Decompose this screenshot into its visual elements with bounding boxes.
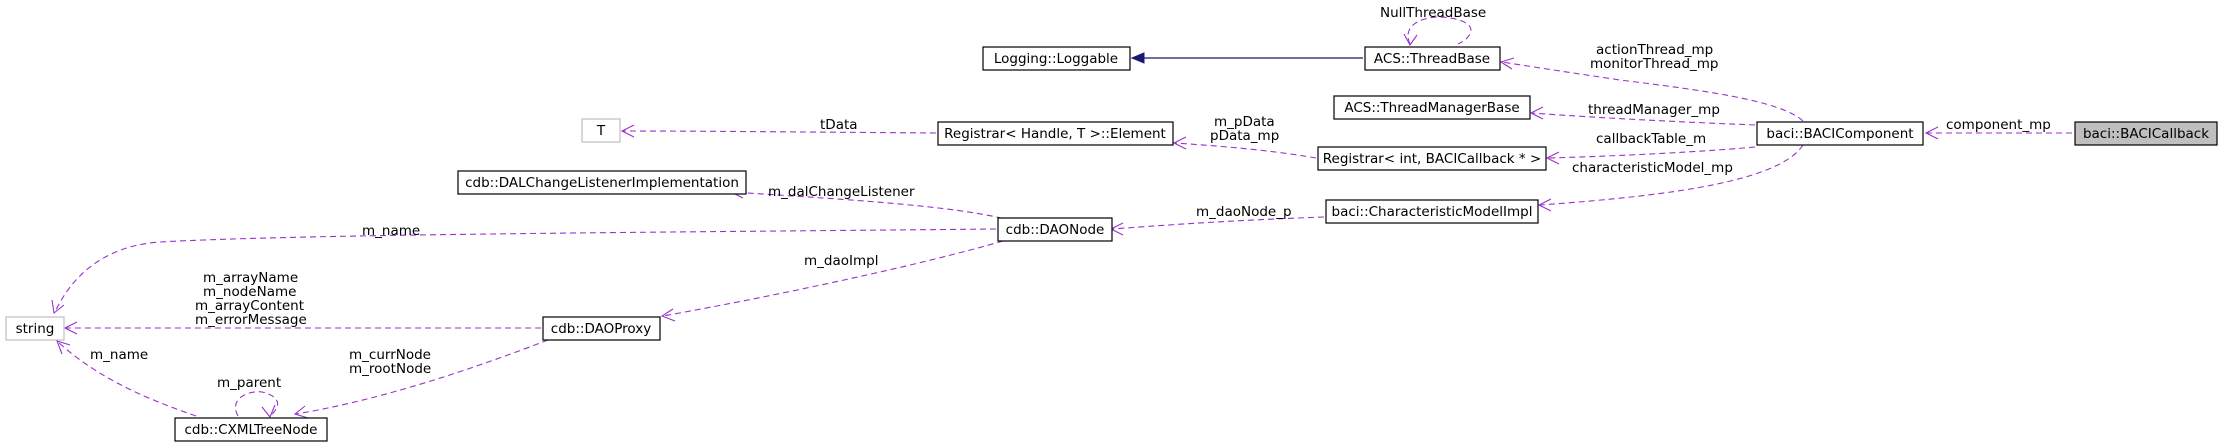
svg-text:Registrar< int, BACICallback *: Registrar< int, BACICallback * > — [1323, 151, 1541, 167]
edge-inherits-loggable — [1130, 52, 1363, 64]
svg-text:T: T — [596, 123, 606, 139]
svg-text:Registrar< Handle, T >::Elemen: Registrar< Handle, T >::Element — [944, 126, 1166, 142]
edge-label-m-pdata: m_pData — [1214, 114, 1275, 130]
svg-text:baci::CharacteristicModelImpl: baci::CharacteristicModelImpl — [1332, 204, 1533, 220]
edge-curr-root-node: m_currNode m_rootNode — [293, 339, 549, 419]
node-acs-threadbase[interactable]: ACS::ThreadBase — [1364, 46, 1501, 71]
edge-label-m-parent: m_parent — [217, 375, 281, 391]
edge-label-tdata: tData — [820, 117, 858, 133]
edge-label-m-root-node: m_rootNode — [349, 361, 431, 377]
edge-label-m-name-top: m_name — [362, 223, 420, 239]
edge-m-pdata: m_pData pData_mp — [1172, 114, 1317, 159]
edge-label-thread-manager-mp: threadManager_mp — [1588, 102, 1720, 118]
svg-text:Logging::Loggable: Logging::Loggable — [994, 51, 1118, 67]
node-baci-component[interactable]: baci::BACIComponent — [1756, 121, 1924, 146]
svg-text:baci::BACIComponent: baci::BACIComponent — [1766, 126, 1913, 142]
edge-label-pdata-mp: pData_mp — [1210, 128, 1279, 144]
edge-thread-manager-mp: threadManager_mp — [1529, 102, 1756, 126]
edge-m-dao-node-p: m_daoNode_p — [1109, 204, 1325, 236]
node-acs-threadmanagerbase[interactable]: ACS::ThreadManagerBase — [1333, 95, 1531, 120]
edge-label-m-array-name: m_arrayName — [203, 270, 298, 286]
node-logging-loggable[interactable]: Logging::Loggable — [982, 46, 1131, 71]
edge-label-m-dao-node-p: m_daoNode_p — [1196, 204, 1292, 220]
svg-text:cdb::DAOProxy: cdb::DAOProxy — [551, 321, 651, 337]
svg-text:cdb::DALChangeListenerImplemen: cdb::DALChangeListenerImplementation — [465, 175, 739, 191]
edge-tdata: tData — [620, 117, 937, 138]
edge-label-m-error-message: m_errorMessage — [195, 312, 307, 328]
edge-label-m-array-content: m_arrayContent — [195, 298, 304, 314]
svg-text:ACS::ThreadBase: ACS::ThreadBase — [1374, 51, 1490, 67]
edge-label-m-dao-impl: m_daoImpl — [804, 253, 878, 269]
edge-label-component-mp: component_mp — [1946, 117, 2051, 133]
node-dao-proxy[interactable]: cdb::DAOProxy — [542, 316, 661, 341]
node-string[interactable]: string — [5, 316, 65, 341]
node-t-param[interactable]: T — [581, 118, 621, 143]
edge-label-m-dal-change-listener: m_dalChangeListener — [768, 184, 915, 200]
svg-text:ACS::ThreadManagerBase: ACS::ThreadManagerBase — [1344, 100, 1519, 116]
edge-callback-table-m: callbackTable_m — [1545, 131, 1756, 165]
edge-m-dal-change-listener: m_dalChangeListener — [729, 184, 1013, 222]
edge-label-characteristic-model-mp: characteristicModel_mp — [1572, 160, 1733, 176]
node-registrar-element[interactable]: Registrar< Handle, T >::Element — [937, 121, 1174, 146]
edge-label-m-name-bottom: m_name — [90, 347, 148, 363]
edge-action-monitor-thread: actionThread_mp monitorThread_mp — [1499, 42, 1804, 122]
edge-label-null-thread-base: NullThreadBase — [1380, 5, 1486, 21]
node-registrar-int[interactable]: Registrar< int, BACICallback * > — [1317, 146, 1547, 171]
edge-label-callback-table-m: callbackTable_m — [1596, 131, 1706, 147]
edge-m-parent: m_parent — [217, 375, 281, 419]
edge-m-dao-impl: m_daoImpl — [660, 240, 1004, 322]
node-baci-callback[interactable]: baci::BACICallback — [2074, 121, 2218, 146]
svg-text:string: string — [16, 321, 55, 337]
node-cxml-tree-node[interactable]: cdb::CXMLTreeNode — [174, 417, 328, 442]
edge-characteristic-model-mp: characteristicModel_mp — [1537, 144, 1804, 212]
edge-m-name-top: m_name — [51, 223, 997, 315]
node-dao-node[interactable]: cdb::DAONode — [997, 217, 1113, 242]
edge-label-m-node-name: m_nodeName — [203, 284, 296, 300]
svg-text:cdb::DAONode: cdb::DAONode — [1006, 222, 1105, 238]
edge-component-mp: component_mp — [1924, 117, 2072, 140]
svg-text:cdb::CXMLTreeNode: cdb::CXMLTreeNode — [184, 422, 317, 438]
edge-dao-proxy-strings: m_arrayName m_nodeName m_arrayContent m_… — [63, 270, 541, 335]
edge-null-thread-base: NullThreadBase — [1380, 5, 1486, 47]
edge-label-monitor-thread-mp: monitorThread_mp — [1590, 56, 1719, 72]
edge-label-m-curr-node: m_currNode — [349, 347, 431, 363]
node-dal-change-listener[interactable]: cdb::DALChangeListenerImplementation — [457, 170, 747, 195]
svg-text:baci::BACICallback: baci::BACICallback — [2083, 126, 2209, 142]
edge-m-name-bottom: m_name — [56, 340, 197, 417]
node-characteristic-model-impl[interactable]: baci::CharacteristicModelImpl — [1325, 199, 1539, 224]
edge-label-action-thread-mp: actionThread_mp — [1596, 42, 1713, 58]
